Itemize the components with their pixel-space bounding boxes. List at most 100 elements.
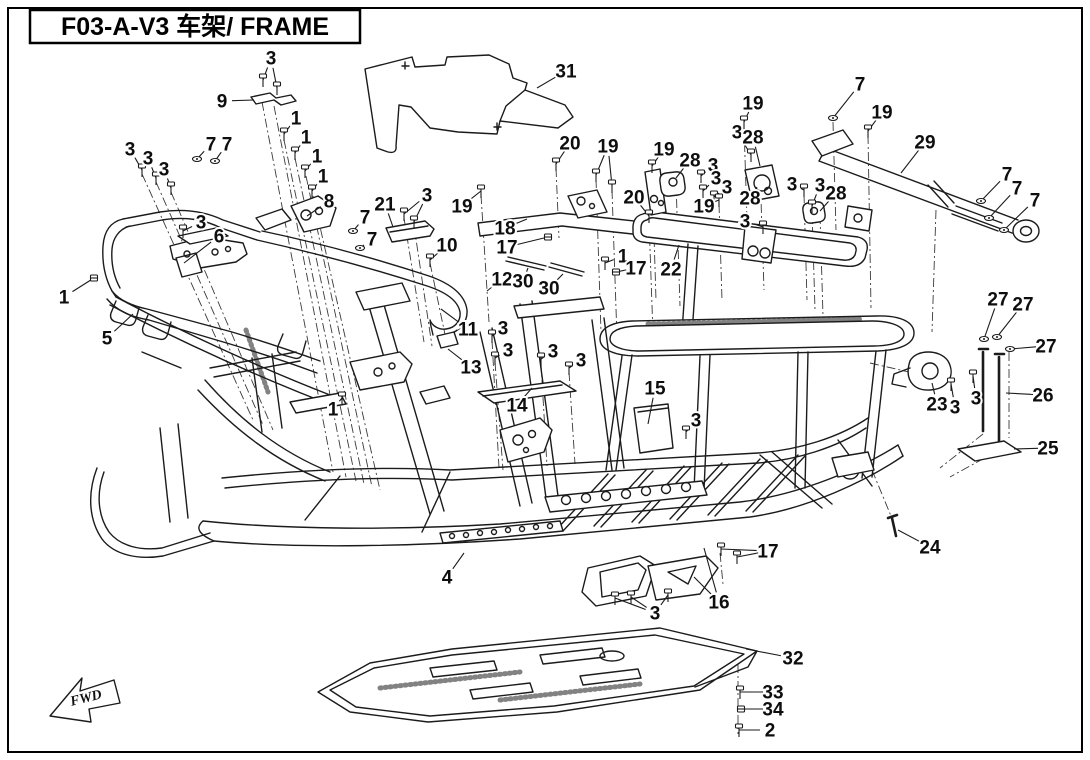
callout-15: 15 <box>644 379 666 400</box>
callout-29: 29 <box>914 133 935 154</box>
bolt-head-icon <box>746 148 756 154</box>
projection-line <box>555 167 560 239</box>
bolt-head-icon <box>490 351 500 357</box>
leader-line <box>713 199 720 203</box>
callout-12: 12 <box>491 270 512 291</box>
callout-27: 27 <box>1035 337 1056 358</box>
clamp-13-drawing <box>436 331 459 349</box>
callout-3: 3 <box>650 604 661 625</box>
projection-line <box>283 139 357 482</box>
projection-line <box>675 181 681 307</box>
callout-19: 19 <box>693 197 714 218</box>
callout-17: 17 <box>496 238 517 259</box>
callout-3: 3 <box>498 319 509 340</box>
projection-line <box>568 371 576 465</box>
bolt-head-icon <box>151 171 161 177</box>
bracket-6-drawing <box>169 227 248 278</box>
leader-line <box>182 225 193 232</box>
bolt-head-icon <box>734 723 744 729</box>
callout-3: 3 <box>159 160 170 181</box>
title-box <box>28 8 362 45</box>
bolt-head-icon <box>166 181 176 187</box>
callout-3: 3 <box>143 149 154 170</box>
subframe-22-drawing <box>632 164 873 335</box>
callout-19: 19 <box>597 137 618 158</box>
leader-line <box>931 382 936 395</box>
tube-11-12-drawing <box>256 230 468 349</box>
projection-line <box>611 189 618 339</box>
callout-7: 7 <box>1002 165 1013 186</box>
projection-line <box>413 225 433 347</box>
projection-line <box>141 173 254 421</box>
bolt-head-icon <box>536 352 546 358</box>
callout-20: 20 <box>559 134 580 155</box>
fwd-arrow <box>49 677 121 723</box>
callout-20: 20 <box>623 188 644 209</box>
callout-7: 7 <box>360 208 371 229</box>
bolt-head-icon <box>698 184 708 190</box>
bolt-head-icon <box>409 215 419 221</box>
callout-3: 3 <box>576 351 587 372</box>
bolt-head-icon <box>591 168 601 174</box>
bolt-head-icon <box>663 588 673 594</box>
bracket-9-drawing <box>250 92 297 106</box>
callout-7: 7 <box>206 135 217 156</box>
projection-line <box>480 194 490 323</box>
callout-7: 7 <box>1012 179 1023 200</box>
skid-plate-32-drawing <box>317 627 758 723</box>
callout-3: 3 <box>732 123 743 144</box>
leader-line <box>745 648 784 657</box>
projection-lines <box>141 101 1010 734</box>
callout-8: 8 <box>324 192 335 213</box>
leader-line <box>231 99 255 102</box>
bushing-28-drawing <box>659 171 686 197</box>
bolt-head-icon <box>337 391 347 397</box>
bolt-head-icon <box>739 115 749 121</box>
bracket-16-drawing <box>581 555 719 607</box>
callout-19: 19 <box>871 103 892 124</box>
washer-hole-icon <box>196 158 198 160</box>
projection-line <box>719 552 724 585</box>
projection-line <box>273 105 347 478</box>
left-frame-drawing <box>159 327 347 523</box>
callout-3: 3 <box>125 140 136 161</box>
bolt-head-icon <box>610 591 620 597</box>
callout-19: 19 <box>742 94 763 115</box>
callout-1: 1 <box>301 128 312 149</box>
tube-29-drawing <box>811 129 1040 243</box>
leader-line <box>523 387 533 398</box>
callout-33: 33 <box>762 683 783 704</box>
washer-hole-icon <box>996 336 998 338</box>
washer-hole-icon <box>832 117 834 119</box>
callout-3: 3 <box>548 342 559 363</box>
leader-line <box>660 594 669 606</box>
bushing-28-drawing <box>802 201 826 224</box>
washer-hole-icon <box>214 160 216 162</box>
washer-hole-icon <box>983 338 985 340</box>
right-hardware-drawing <box>886 347 1022 538</box>
bolt-head-icon <box>551 157 561 163</box>
callout-34: 34 <box>762 700 784 721</box>
leader-line <box>900 149 920 174</box>
callout-28: 28 <box>679 151 700 172</box>
leader-line <box>754 146 761 167</box>
callout-3: 3 <box>722 178 733 199</box>
callout-22: 22 <box>660 260 681 281</box>
callout-27: 27 <box>1012 295 1033 316</box>
callout-28: 28 <box>742 128 763 149</box>
bolt-head-icon <box>946 377 956 383</box>
floor-panel-31-drawing <box>364 54 574 154</box>
callout-6: 6 <box>214 227 225 248</box>
title-block: F03-A-V3 车架/ FRAME <box>28 8 362 45</box>
callout-28: 28 <box>739 189 760 210</box>
bolt-head-icon <box>647 159 657 165</box>
callout-11: 11 <box>458 320 479 341</box>
leader-line <box>447 348 464 362</box>
leader-line <box>514 218 528 225</box>
bolt-head-icon <box>307 184 317 190</box>
mid-uprights-drawing <box>349 282 625 515</box>
fwd-arrow-shape <box>49 677 121 723</box>
bolt-head-icon <box>564 361 574 367</box>
